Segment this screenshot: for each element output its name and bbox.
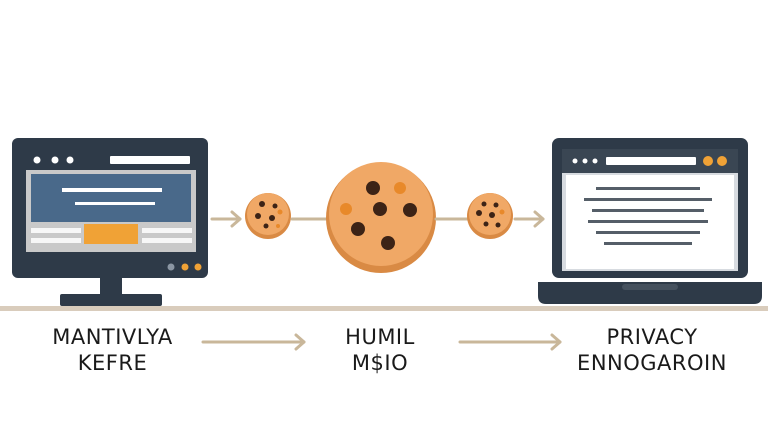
label-middle-line1: HUMIL: [345, 325, 415, 349]
laptop-icon: [538, 138, 762, 304]
arrow-right-icon: [201, 333, 306, 351]
arrow-right-icon: [458, 333, 562, 351]
arrow-right-icon: [513, 210, 545, 228]
label-right: PRIVACY ENNOGAROIN: [552, 324, 752, 376]
label-left-line1: MANTIVLYA: [52, 325, 173, 349]
arrow-right-icon: [210, 210, 242, 228]
label-middle-line2: M$IO: [351, 351, 409, 375]
cookie-icon: [245, 193, 291, 239]
label-left: MANTIVLYA KEFRE: [20, 324, 205, 376]
label-right-line1: PRIVACY: [606, 325, 698, 349]
label-left-line2: KEFRE: [77, 351, 148, 375]
cookie-icon: [467, 193, 513, 239]
label-middle: HUMIL M$IO: [300, 324, 460, 376]
label-right-line2: ENNOGAROIN: [577, 351, 727, 375]
ground-line: [0, 306, 768, 311]
desktop-monitor-icon: [12, 138, 208, 306]
cookie-icon: [326, 162, 436, 273]
